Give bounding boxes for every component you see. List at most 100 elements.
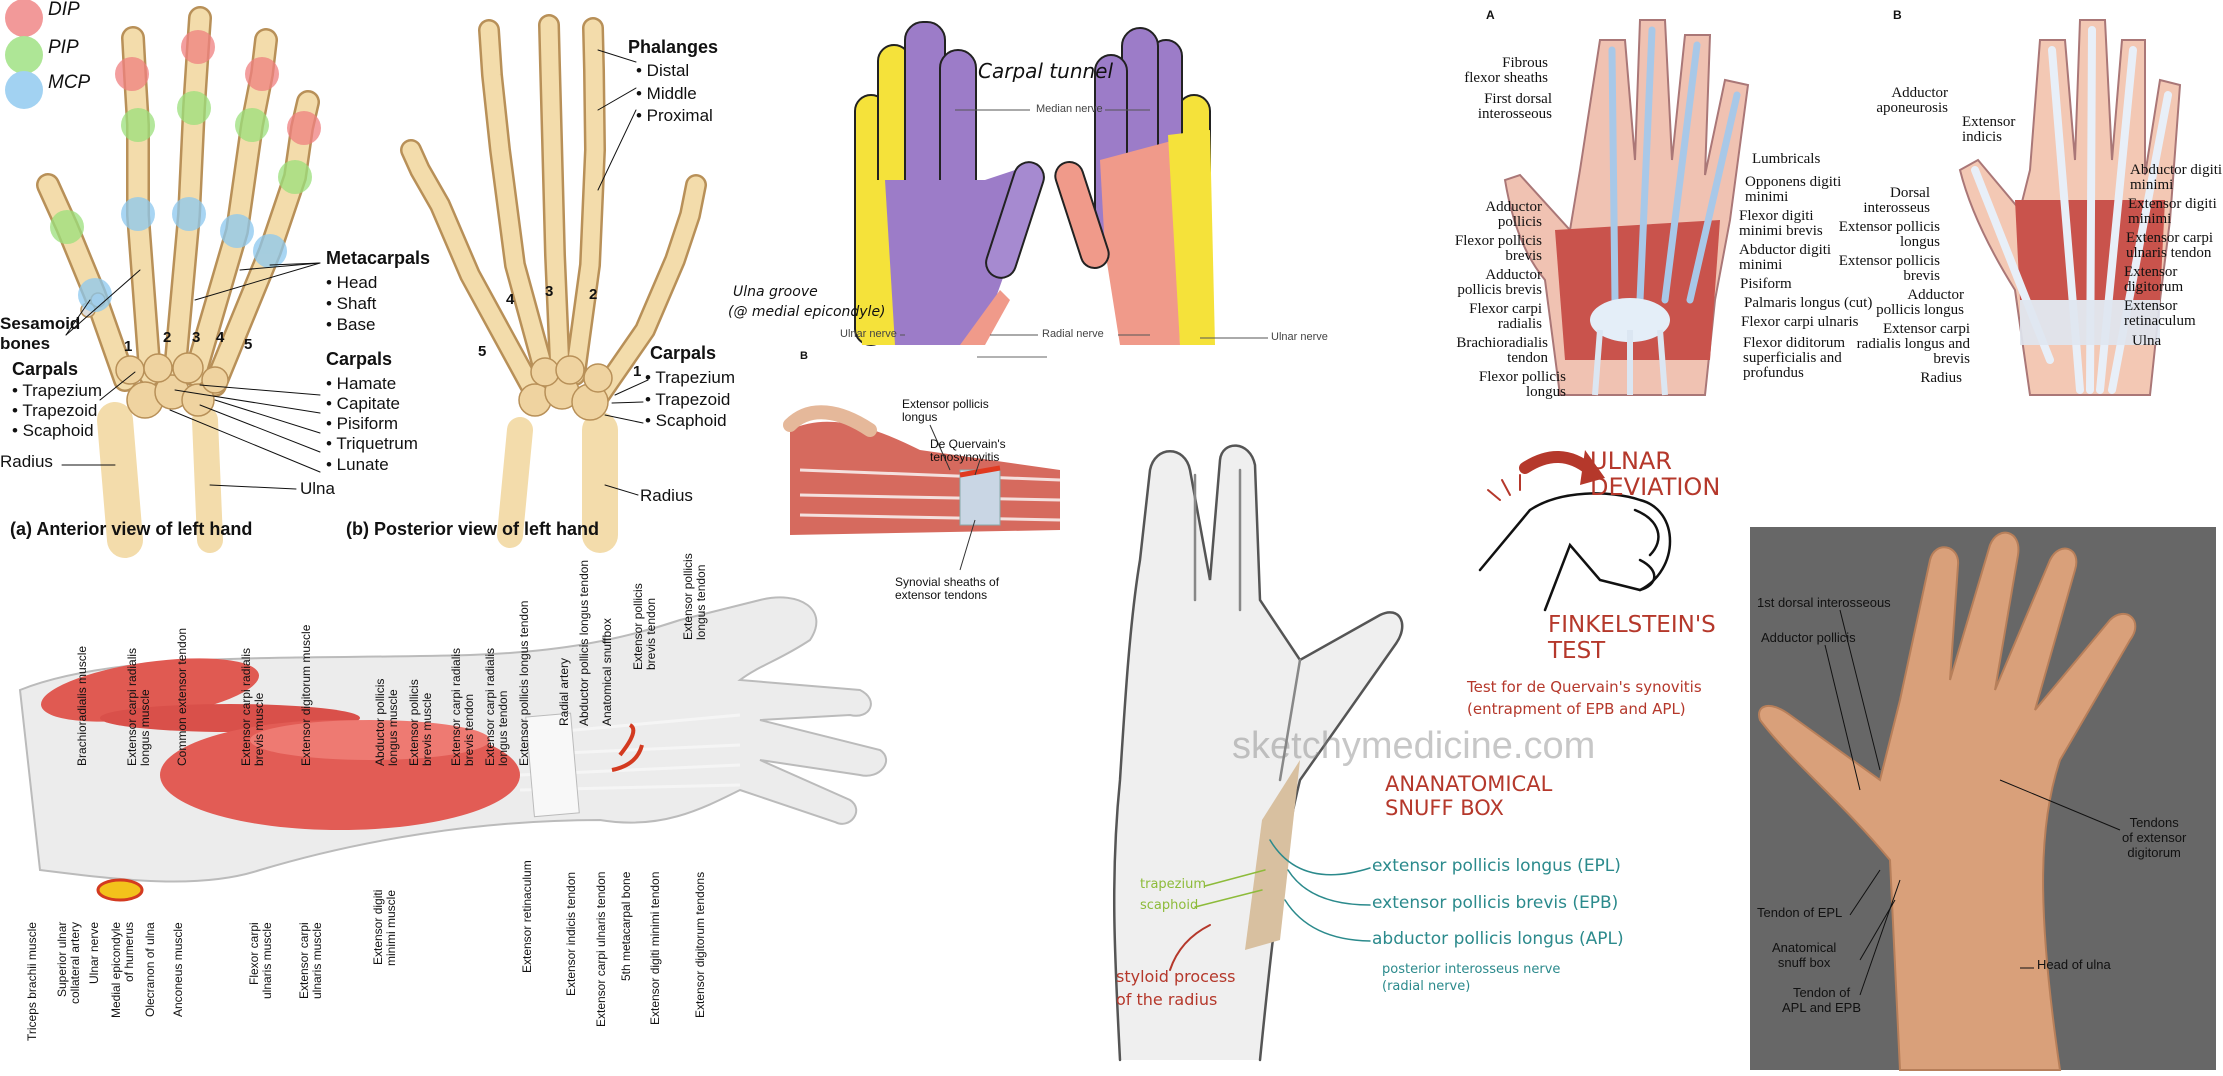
ulnar-nerve-left-label: Ulnar nerve <box>840 328 897 340</box>
dorsal-label: Extensor carpi ulnaris tendon <box>2126 230 2214 261</box>
metacarpal-number: 5 <box>244 336 253 353</box>
forearm-label: Extensor digitorum muscle <box>299 624 313 766</box>
forearm-label: Triceps brachii muscle <box>25 922 39 1041</box>
forearm-label: Olecranon of ulna <box>143 922 157 1017</box>
dorsal-label: Dorsal interosseus <box>1863 185 1930 216</box>
forearm-label: Common extensor tendon <box>175 627 189 766</box>
metacarpal-head: • Head <box>326 273 378 292</box>
palmar-label: Flexor carpi radialis <box>1469 301 1542 332</box>
carpal-hamate: • Hamate <box>326 374 397 393</box>
metacarpal-number: 3 <box>545 283 554 300</box>
dorsal-label: Extensor indicis <box>1962 114 2016 145</box>
carpal-trapezium-left: • Trapezium <box>12 381 103 400</box>
synovial-sheaths-label: Synovial sheaths of extensor tendons <box>895 575 1000 602</box>
photo-label: Anatomical snuff box <box>1772 940 1837 970</box>
carpal-lunate: • Lunate <box>326 455 389 474</box>
apl-sketch-label: abductor pollicis longus (APL) <box>1372 929 1624 949</box>
forearm-label: Ulnar nerve <box>87 922 101 985</box>
phalanx-distal: • Distal <box>636 61 690 80</box>
dorsal-label: Adductor pollicis longus <box>1876 287 1964 318</box>
metacarpal-number: 2 <box>163 329 172 346</box>
photo-label: Adductor pollicis <box>1761 630 1856 645</box>
carpal-tunnel-illustration <box>854 21 1268 358</box>
carpal-tunnel-panel-letter: B <box>800 350 808 362</box>
forearm-label: Extensor carpi radialis brevis tendon <box>449 647 476 766</box>
photo-label: Tendon of APL and EPB <box>1782 985 1862 1015</box>
metacarpal-number: 2 <box>589 286 598 303</box>
extensor-retinaculum-band <box>525 712 580 818</box>
metacarpal-number: 3 <box>192 329 201 346</box>
palmar-label: Palmaris longus (cut) <box>1744 295 1873 311</box>
phalanges-title: Phalanges <box>628 37 719 57</box>
dorsal-label: Extensor pollicis brevis <box>1838 253 1940 284</box>
ulna-groove-note: (@ medial epicondyle) <box>728 304 886 320</box>
forearm-label: Extensor pollicis longus tendon <box>517 600 531 766</box>
metacarpal-number: 1 <box>124 338 133 355</box>
carpal-trapezoid-left: • Trapezoid <box>12 401 98 420</box>
sesamoid-bones-label: Sesamoid bones <box>0 314 81 353</box>
forearm-label: 5th metacarpal bone <box>619 872 633 982</box>
watermark: sketchymedicine.com <box>1232 725 1596 767</box>
dorsal-label: Extensor digitorum <box>2124 264 2184 295</box>
photo-label: 1st dorsal interosseous <box>1757 595 1891 610</box>
metacarpal-number: 4 <box>216 329 225 346</box>
metacarpal-number: 4 <box>506 291 515 308</box>
dorsal-label: Extensor digiti minimi <box>2128 196 2217 227</box>
forearm-illustration <box>18 596 888 902</box>
dorsal-muscles-illustration <box>1958 19 2182 396</box>
palmar-label: Pisiform <box>1740 276 1792 292</box>
dorsal-label: Abductor digiti minimi <box>2130 162 2223 193</box>
ulna-groove-label: Ulna groove <box>733 284 818 300</box>
ulna-label: Ulna <box>300 479 335 498</box>
photo-label: Tendons of extensor digitorum <box>2122 815 2187 860</box>
legend-pip: PIP <box>48 37 79 58</box>
forearm-label: Extensor digitorum tendons <box>693 872 707 1019</box>
forearm-label: Extensor retinaculum <box>520 860 534 973</box>
dorsal-panel-letter: B <box>1893 8 1902 22</box>
epl-label: Extensor pollicis longus <box>902 397 989 424</box>
dorsal-label: Ulna <box>2132 333 2162 349</box>
metacarpal-number: 5 <box>478 343 487 360</box>
nerve-sketch-label: posterior interosseus nerve (radial nerv… <box>1382 962 1561 994</box>
palmar-panel-letter: A <box>1486 8 1495 22</box>
epl-sketch-label: extensor pollicis longus (EPL) <box>1372 856 1621 876</box>
snuff-box-label: ANANATOMICAL SNUFF BOX <box>1385 772 1553 820</box>
metacarpal-number: 1 <box>633 363 642 380</box>
epb-sketch-label: extensor pollicis brevis (EPB) <box>1372 893 1619 913</box>
dorsal-label: Radius <box>1920 370 1962 386</box>
forearm-label: Medial epicondyle of humerus <box>109 922 136 1019</box>
legend-mcp: MCP <box>48 72 91 93</box>
carpal-scaphoid-right: • Scaphoid <box>645 411 727 430</box>
de-quervain-label: De Quervain's tenosynovitis <box>930 437 1006 464</box>
forearm-label: Brachioradialis muscle <box>75 645 89 766</box>
scaphoid-sketch-label: scaphoid <box>1140 898 1199 913</box>
legend-swatches <box>5 0 43 109</box>
palmar-label: Flexor carpi ulnaris <box>1741 314 1859 330</box>
forearm-label: Extensor indicis tendon <box>564 872 578 997</box>
caption-anterior-view: (a) Anterior view of left hand <box>10 519 253 539</box>
forearm-label: Abductor pollicis longus tendon <box>577 559 591 726</box>
forearm-label: Extensor carpi radialis longus tendon <box>483 647 510 766</box>
carpal-scaphoid-left: • Scaphoid <box>12 421 94 440</box>
forearm-label: Extensor pollicis longus tendon <box>681 553 708 640</box>
dorsal-label: Adductor aponeurosis <box>1876 85 1948 116</box>
palmar-label: Opponens digiti minimi <box>1745 174 1842 205</box>
forearm-label: Extensor digiti minimi muscle <box>371 890 398 967</box>
finkelstein-test-label: FINKELSTEIN'S TEST <box>1548 612 1716 664</box>
caption-posterior-view: (b) Posterior view of left hand <box>346 519 600 539</box>
forearm-label: Extensor carpi radialis longus muscle <box>125 647 152 766</box>
metacarpal-base: • Base <box>326 315 376 334</box>
palmar-label: Flexor pollicis longus <box>1478 369 1566 400</box>
trapezium-sketch-label: trapezium <box>1140 877 1206 892</box>
phalanx-middle: • Middle <box>636 84 697 103</box>
median-nerve-label: Median nerve <box>1036 103 1103 115</box>
palmar-label: Flexor pollicis brevis <box>1454 233 1542 264</box>
ulnar-deviation-label: ULNAR DEVIATION <box>1590 447 1721 501</box>
carpal-trapezoid-right: • Trapezoid <box>645 390 731 409</box>
palmar-label: Fibrous flexor sheaths <box>1464 55 1548 86</box>
forearm-label: Extensor pollicis brevis muscle <box>407 679 434 766</box>
radius-left-label: Radius <box>0 452 53 471</box>
carpals-right-title: Carpals <box>650 343 717 363</box>
forearm-label: Superior ulnar collateral artery <box>55 922 82 1005</box>
